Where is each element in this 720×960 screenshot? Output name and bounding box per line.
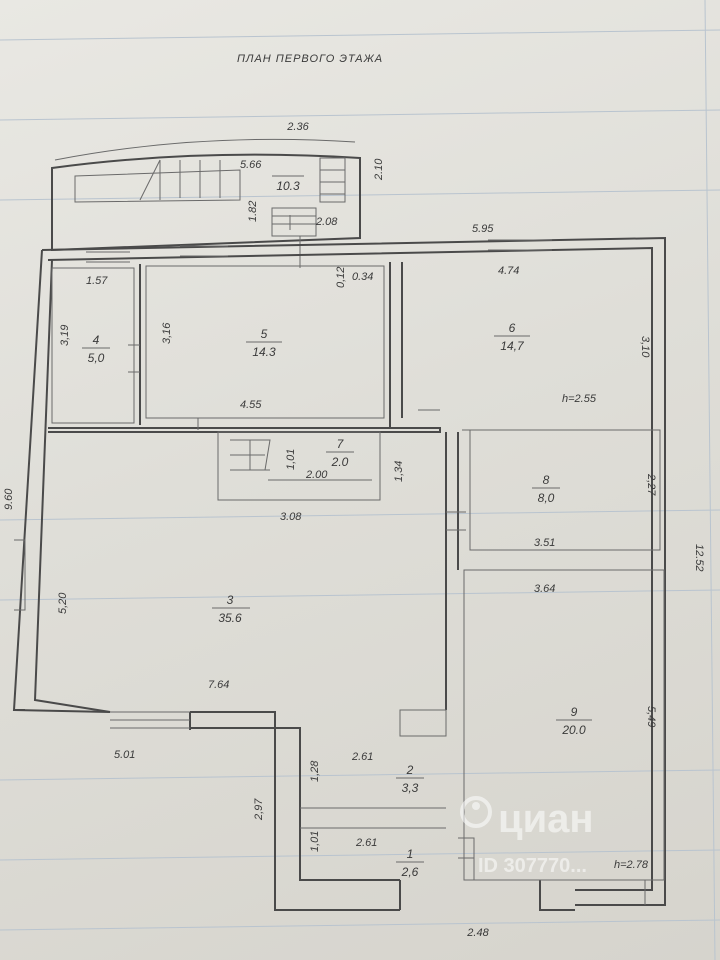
porch-area: 10.3	[276, 179, 300, 193]
dim-2-27: 2,27	[645, 473, 657, 496]
room-2-number: 2	[406, 763, 414, 777]
watermark: циан ID 307770...	[460, 796, 594, 877]
watermark-brand: циан	[498, 797, 594, 841]
ceiling-height-lower: h=2.78	[614, 859, 649, 871]
room-6-area: 14,7	[500, 339, 525, 353]
room-9-area: 20.0	[561, 723, 586, 737]
dim-1-82: 1.82	[247, 201, 259, 222]
dim-5-20: 5,20	[57, 592, 69, 614]
dim-3-19: 3,19	[59, 325, 71, 346]
room-6-number: 6	[509, 321, 516, 335]
room-9-number: 9	[571, 705, 578, 719]
ceiling-height-upper: h=2.55	[562, 393, 597, 405]
dim-4-74: 4.74	[498, 265, 519, 277]
room-2-area: 3,3	[402, 781, 419, 795]
outer-walls	[12, 236, 666, 911]
room-5-area: 14.3	[252, 345, 276, 359]
dim-3-08: 3.08	[280, 511, 302, 523]
dim-7-64: 7.64	[208, 679, 229, 691]
dim-3-51: 3.51	[534, 537, 555, 549]
room-4-number: 4	[93, 333, 100, 347]
room-labels: 1 2,6 2 3,3 3 35.6 4 5,0 5 14.3 6 14,7 7…	[82, 175, 592, 879]
dimension-labels: 2.36 5.66 2.10 1.82 2.08 5.95 1.57 0,12 …	[3, 121, 705, 939]
dim-1-01-a: 1,01	[285, 449, 297, 470]
dim-3-64: 3.64	[534, 583, 555, 595]
dim-top-width: 2.36	[286, 121, 309, 133]
dim-2-48: 2.48	[466, 927, 489, 939]
dim-5-01: 5.01	[114, 749, 135, 761]
dim-2-97: 2,97	[253, 798, 265, 821]
room-8-area: 8,0	[538, 491, 555, 505]
dim-4-55: 4.55	[240, 399, 262, 411]
watermark-id: ID 307770...	[478, 855, 587, 877]
dim-2-61-b: 2.61	[355, 837, 377, 849]
room-5-number: 5	[261, 327, 268, 341]
dim-3-16: 3,16	[161, 322, 173, 344]
room-7-area: 2.0	[331, 455, 349, 469]
room-4-area: 5,0	[88, 351, 105, 365]
dim-2-00: 2.00	[305, 469, 328, 481]
dim-1-28: 1,28	[309, 760, 321, 782]
room-1-area: 2,6	[401, 865, 419, 879]
plan-title: ПЛАН ПЕРВОГО ЭТАЖА	[237, 53, 383, 65]
dim-5-49: 5,49	[645, 706, 657, 727]
top-dimension-line	[54, 138, 356, 161]
dim-0-34: 0.34	[352, 271, 373, 283]
room-3-number: 3	[227, 593, 234, 607]
interior-walls	[48, 262, 665, 881]
room-8-number: 8	[543, 473, 550, 487]
dim-1-34: 1,34	[393, 461, 405, 482]
room-7-number: 7	[337, 437, 345, 451]
dim-2-61-a: 2.61	[351, 751, 373, 763]
dim-0-12: 0,12	[335, 267, 347, 288]
dim-2-08: 2.08	[315, 216, 338, 228]
room-3-area: 35.6	[218, 611, 242, 625]
dim-total-left: 9.60	[3, 488, 15, 510]
dim-5-66: 5.66	[240, 159, 262, 171]
dim-3-10: 3,10	[639, 336, 651, 358]
cian-logo-icon	[460, 796, 492, 828]
dim-total-right: 12.52	[693, 544, 705, 572]
room-1-number: 1	[407, 847, 414, 861]
dim-2-10: 2.10	[373, 158, 385, 181]
dim-1-57: 1.57	[86, 275, 108, 287]
dim-5-95: 5.95	[472, 223, 494, 235]
porch-outline	[51, 153, 361, 268]
dim-1-01-b: 1,01	[309, 831, 321, 852]
